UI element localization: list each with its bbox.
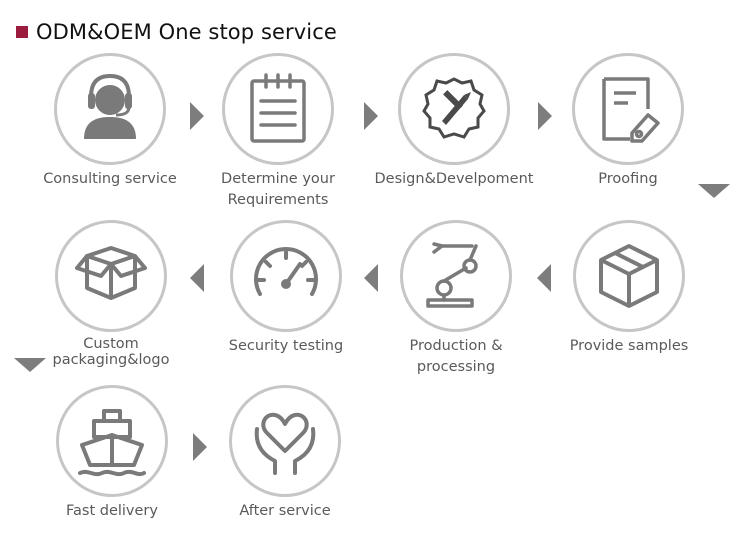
robot-arm-icon xyxy=(426,242,478,308)
step-consulting: Consulting service xyxy=(25,53,195,190)
step-design: Design&Develpoment xyxy=(369,53,539,190)
step-production: Production &processing xyxy=(371,220,541,378)
arrow-right-icon xyxy=(364,102,378,130)
arrow-right-icon xyxy=(193,433,207,461)
step-circle xyxy=(572,53,684,165)
step-circle xyxy=(56,385,168,497)
arrow-right-icon xyxy=(190,102,204,130)
arrow-right-icon xyxy=(538,102,552,130)
step-circle xyxy=(400,220,512,332)
step-samples: Provide samples xyxy=(544,220,714,357)
step-security: Security testing xyxy=(201,220,371,357)
step-circle xyxy=(230,220,342,332)
clipboard-icon xyxy=(250,73,306,143)
step-label: Consulting service xyxy=(43,171,177,187)
arrow-left-icon xyxy=(190,264,204,292)
header: ODM&OEM One stop service xyxy=(16,20,337,44)
design-gear-icon xyxy=(422,77,486,139)
step-after-service: After service xyxy=(200,385,370,522)
page-title: ODM&OEM One stop service xyxy=(36,20,337,44)
step-label: Fast delivery xyxy=(66,503,158,519)
step-circle xyxy=(55,220,167,332)
step-circle xyxy=(573,220,685,332)
arrow-down-icon xyxy=(14,358,46,372)
header-square-icon xyxy=(16,26,28,38)
heart-hands-icon xyxy=(254,412,316,475)
step-delivery: Fast delivery xyxy=(27,385,197,522)
step-proofing: Proofing xyxy=(543,53,713,190)
proofing-document-icon xyxy=(602,77,660,143)
step-circle xyxy=(398,53,510,165)
headset-person-icon xyxy=(84,73,136,139)
step-circle xyxy=(54,53,166,165)
sample-box-icon xyxy=(599,244,659,308)
open-box-icon xyxy=(75,246,147,300)
arrow-left-icon xyxy=(537,264,551,292)
step-label: Design&Develpoment xyxy=(374,171,534,187)
speedometer-icon xyxy=(254,247,318,296)
ship-icon xyxy=(78,409,146,477)
step-label: Production &processing xyxy=(409,338,503,375)
arrow-down-icon xyxy=(698,184,730,198)
arrow-left-icon xyxy=(364,264,378,292)
step-circle xyxy=(222,53,334,165)
step-circle xyxy=(229,385,341,497)
step-label: Security testing xyxy=(228,338,344,354)
step-label: Proofing xyxy=(598,171,658,187)
step-label: After service xyxy=(239,503,331,519)
step-label: Provide samples xyxy=(569,338,689,354)
